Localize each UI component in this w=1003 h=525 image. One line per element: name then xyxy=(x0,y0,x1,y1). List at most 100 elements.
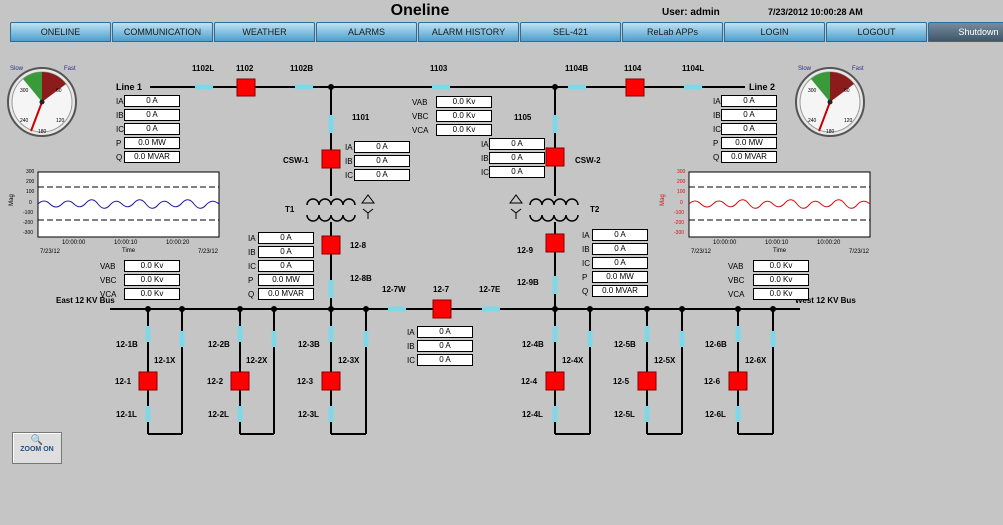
breaker-12-7[interactable] xyxy=(432,299,452,319)
gauge-tick: 300 xyxy=(808,88,817,94)
meter-key: Q xyxy=(582,287,589,296)
trend-ytick: -100 xyxy=(23,210,34,216)
trend-ytick: -200 xyxy=(23,220,34,226)
switch-12-7E[interactable] xyxy=(482,306,500,312)
meter-key: IB xyxy=(582,245,590,254)
meter-key: IA xyxy=(481,140,489,149)
meter-key: IC xyxy=(116,125,124,134)
label-1103: 1103 xyxy=(430,64,448,73)
breaker-12-8[interactable] xyxy=(321,235,341,255)
breaker-1102[interactable] xyxy=(236,78,256,97)
trend-ytick: -200 xyxy=(674,220,685,226)
switch-12-6L[interactable] xyxy=(735,406,741,422)
switch-12-8B[interactable] xyxy=(328,280,334,298)
switch-12-5L[interactable] xyxy=(644,406,650,422)
trend-xtick: 10:00:20 xyxy=(166,240,190,246)
label-feeder-l: 12-6L xyxy=(705,410,726,419)
breaker-12-4[interactable] xyxy=(545,371,565,391)
switch-12-4L[interactable] xyxy=(552,406,558,422)
switch-1101[interactable] xyxy=(328,115,334,133)
label-line2: Line 2 xyxy=(749,82,776,92)
label-feeder-x: 12-3X xyxy=(338,356,360,365)
switch-12-1X[interactable] xyxy=(179,331,185,347)
meter-value: 0.0 Kv xyxy=(436,124,492,136)
tab-login[interactable]: LOGIN xyxy=(724,22,825,42)
tab-communication[interactable]: COMMUNICATION xyxy=(112,22,213,42)
label-feeder-n: 12-4 xyxy=(521,377,538,386)
breaker-csw2[interactable] xyxy=(545,147,565,167)
switch-1102B[interactable] xyxy=(295,84,313,90)
label-csw1: CSW-1 xyxy=(283,156,309,165)
transformer-t1-icon xyxy=(306,198,356,222)
switch-1104L[interactable] xyxy=(684,84,702,90)
trend-xtick: 10:00:00 xyxy=(713,240,737,246)
meter-key: IC xyxy=(345,171,353,180)
label-east-bus: East 12 KV Bus xyxy=(56,296,115,305)
breaker-12-5[interactable] xyxy=(637,371,657,391)
label-feeder-x: 12-4X xyxy=(562,356,584,365)
switch-12-4B[interactable] xyxy=(552,326,558,342)
label-feeder-b: 12-1B xyxy=(116,340,138,349)
breaker-12-9[interactable] xyxy=(545,233,565,253)
label-feeder-l: 12-1L xyxy=(116,410,137,419)
zoom-label: ZOOM ON xyxy=(20,446,54,453)
breaker-12-6[interactable] xyxy=(728,371,748,391)
label-1104B: 1104B xyxy=(565,64,589,73)
switch-12-3B[interactable] xyxy=(328,326,334,342)
trend-xlabel: Time xyxy=(122,248,136,254)
tab-logout[interactable]: LOGOUT xyxy=(826,22,927,42)
meter-key: IA xyxy=(248,234,256,243)
switch-12-6X[interactable] xyxy=(770,331,776,347)
switch-12-2B[interactable] xyxy=(237,326,243,342)
shutdown-button[interactable]: Shutdown xyxy=(928,22,1003,42)
switch-12-2L[interactable] xyxy=(237,406,243,422)
label-feeder-l: 12-3L xyxy=(298,410,319,419)
tab-oneline[interactable]: ONELINE xyxy=(10,22,111,42)
switch-12-9B[interactable] xyxy=(552,276,558,294)
user-label: User: admin xyxy=(662,7,720,18)
switch-12-3X[interactable] xyxy=(363,331,369,347)
meter-value: 0 A xyxy=(489,138,545,150)
meter-key: Q xyxy=(713,153,720,162)
switch-1102L[interactable] xyxy=(195,84,213,90)
breaker-12-3[interactable] xyxy=(321,371,341,391)
tab-alarm-history[interactable]: ALARM HISTORY xyxy=(418,22,519,42)
tab-relab-apps[interactable]: ReLab APPs xyxy=(622,22,723,42)
label-1102: 1102 xyxy=(236,64,254,73)
label-1102L: 1102L xyxy=(192,64,215,73)
breaker-12-1[interactable] xyxy=(138,371,158,391)
trend-ylabel: Mag xyxy=(659,194,666,206)
switch-12-7W[interactable] xyxy=(388,306,406,312)
meter-value: 0 A xyxy=(417,326,473,338)
switch-12-5X[interactable] xyxy=(679,331,685,347)
zoom-button[interactable]: 🔍 ZOOM ON xyxy=(12,432,62,464)
gauge-tick: 240 xyxy=(808,118,817,124)
switch-12-2X[interactable] xyxy=(271,331,277,347)
switch-12-5B[interactable] xyxy=(644,326,650,342)
switch-12-6B[interactable] xyxy=(735,326,741,342)
switch-1103[interactable] xyxy=(432,84,450,90)
meter-value: 0.0 Kv xyxy=(436,110,492,122)
meter-value: 0 A xyxy=(489,166,545,178)
meter-value: 0 A xyxy=(592,229,648,241)
tab-weather[interactable]: WEATHER xyxy=(214,22,315,42)
meter-key: VBC xyxy=(728,276,745,285)
breaker-12-2[interactable] xyxy=(230,371,250,391)
trend-date: 7/23/12 xyxy=(198,249,219,255)
tab-alarms[interactable]: ALARMS xyxy=(316,22,417,42)
breaker-1104[interactable] xyxy=(625,78,645,97)
tab-sel-421[interactable]: SEL-421 xyxy=(520,22,621,42)
switch-1105[interactable] xyxy=(552,115,558,133)
trend-ytick: -100 xyxy=(674,210,685,216)
label-feeder-n: 12-6 xyxy=(704,377,721,386)
switch-1104B[interactable] xyxy=(568,84,586,90)
label-west-bus: West 12 KV Bus xyxy=(795,296,856,305)
switch-12-1B[interactable] xyxy=(145,326,151,342)
trend-chart-left xyxy=(37,171,220,238)
label-1101: 1101 xyxy=(352,113,370,122)
switch-12-4X[interactable] xyxy=(587,331,593,347)
switch-12-1L[interactable] xyxy=(145,406,151,422)
meter-value: 0 A xyxy=(258,232,314,244)
breaker-csw1[interactable] xyxy=(321,149,341,169)
switch-12-3L[interactable] xyxy=(328,406,334,422)
